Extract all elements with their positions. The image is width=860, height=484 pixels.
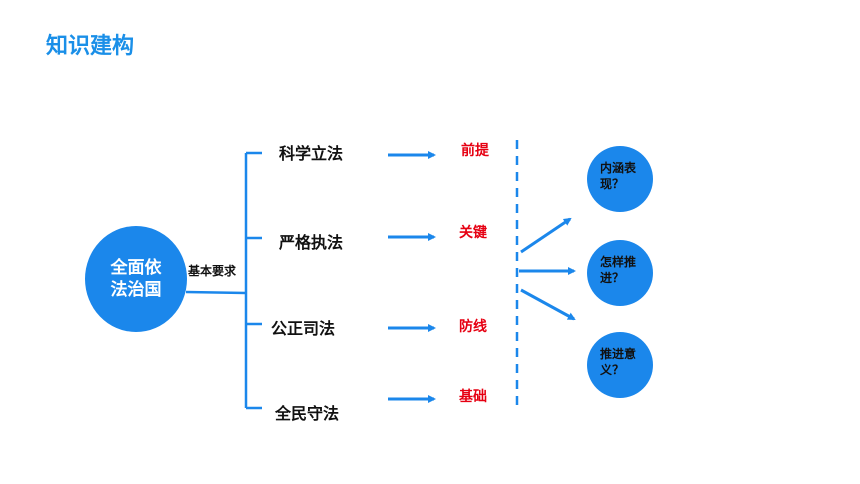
branch-label: 公正司法 <box>271 319 336 338</box>
center-line-1: 全面依 <box>110 258 162 278</box>
role-label: 前提 <box>461 143 489 159</box>
branch-label: 科学立法 <box>279 144 344 163</box>
question-circle: 怎样推 进？ <box>587 240 653 306</box>
question-line-2: 义？ <box>600 363 625 377</box>
question-line-1: 内涵表 <box>600 161 637 175</box>
requirement-label: 基本要求 <box>188 264 237 278</box>
role-label: 基础 <box>459 389 487 405</box>
branch-label: 严格执法 <box>279 233 344 252</box>
page-title: 知识建构 <box>46 34 135 59</box>
center-line-2: 法治国 <box>110 280 162 300</box>
question-line-2: 现？ <box>600 177 625 191</box>
question-line-1: 怎样推 <box>600 255 637 269</box>
question-circle: 内涵表 现？ <box>587 146 653 212</box>
center-circle: 全面依 法治国 <box>85 226 187 332</box>
fan-arrow-down <box>520 288 576 321</box>
branch-label: 全民守法 <box>275 404 340 423</box>
fan-arrow-up <box>520 217 572 254</box>
role-label: 防线 <box>459 319 487 335</box>
main-connector <box>185 290 247 295</box>
question-line-1: 推进意 <box>600 347 637 361</box>
question-line-2: 进？ <box>600 271 625 285</box>
role-label: 关键 <box>459 225 487 241</box>
question-circle: 推进意 义？ <box>587 332 653 398</box>
